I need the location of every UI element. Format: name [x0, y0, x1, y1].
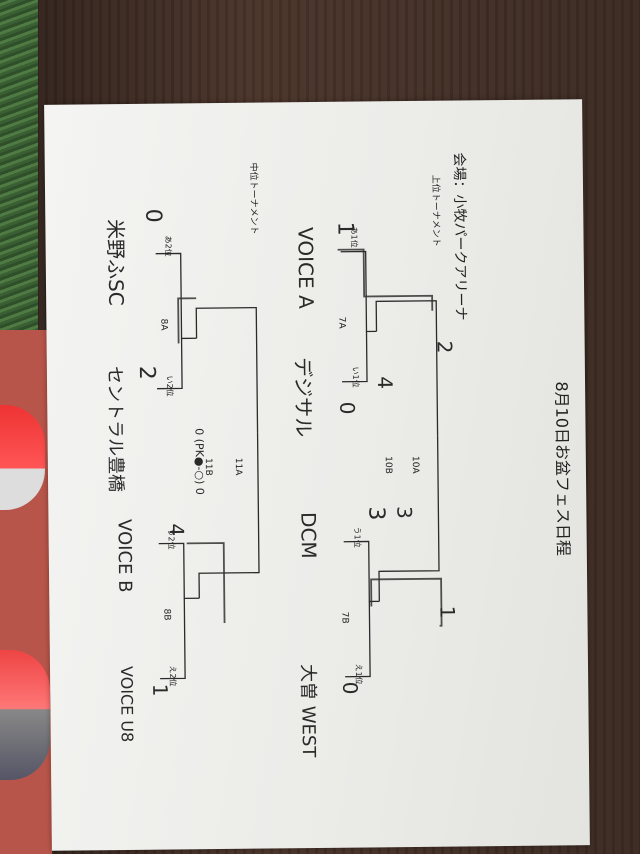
score-central-toyohashi: 2: [133, 365, 159, 380]
middle-line-2: [157, 338, 183, 390]
match-7a: 7A: [336, 316, 347, 329]
note-3: 3: [392, 505, 417, 519]
match-8a: 8A: [158, 318, 169, 331]
score-voice-a: 1: [332, 221, 358, 236]
team-daiso-west: 大曽 WEST: [296, 664, 319, 758]
seed-a2: あ2位: [163, 235, 173, 257]
seed-i1: い1位: [350, 366, 361, 388]
upper-line-1: [340, 250, 377, 333]
match-10b: 10B: [382, 456, 393, 474]
bracket-sheet: 8月10日お盆フェス日程 会場：小牧パークアリーナ 上位トーナメント 中位トーナ…: [44, 99, 590, 851]
middle-line-3: [195, 306, 259, 433]
middle-line-5: [160, 598, 186, 680]
upper-line-4: [343, 540, 380, 603]
match-7b: 7B: [339, 611, 350, 624]
middle-line-1: [155, 252, 197, 340]
score-voice-b: 4: [164, 523, 189, 537]
hand-path-middle-2: [186, 542, 226, 623]
sneaker: [0, 650, 50, 780]
team-digital: デジサル: [290, 357, 316, 438]
team-dcm: DCM: [296, 511, 321, 559]
middle-tournament-label: 中位トーナメント: [247, 162, 259, 235]
seed-u1: う1位: [352, 526, 362, 548]
middle-line-4: [158, 542, 200, 600]
upper-line-5: [345, 601, 371, 678]
middle-line-6: [198, 432, 260, 599]
note-2: 2: [432, 340, 457, 354]
team-central-toyohashi: セントラル豊橋: [103, 366, 127, 493]
note-4: 4: [372, 376, 398, 390]
team-voice-a: VOICE A: [293, 226, 319, 309]
red-shoe: [0, 405, 45, 510]
team-voice-b: VOICE B: [113, 518, 136, 593]
upper-line-2: [342, 331, 368, 383]
upper-tournament-label: 上位トーナメント: [429, 174, 441, 247]
score-daiso-west: 0: [338, 681, 363, 695]
artificial-grass: [0, 0, 38, 330]
team-voice-u8: VOICE U8: [116, 665, 137, 743]
bracket-lines: [155, 248, 443, 680]
hand-path-upper-1: [337, 248, 434, 311]
match-10a: 10A: [409, 455, 420, 474]
event-title: 8月10日お盆フェス日程: [552, 381, 573, 557]
hand-path-upper-2: [370, 577, 443, 627]
venue: 会場：小牧パークアリーナ: [450, 152, 469, 321]
note-1: 1: [435, 605, 460, 619]
score-dcm: 3: [363, 506, 389, 521]
score-voice-u8: 1: [148, 683, 173, 697]
score-komeno-sc: 0: [140, 208, 166, 223]
upper-line-3: [375, 300, 439, 436]
team-komeno-sc: 米野ふSC: [103, 218, 129, 306]
upper-line-6: [378, 435, 440, 602]
seed-i2: い2位: [164, 375, 175, 397]
pk-note: 0 (PK●-○) 0: [192, 428, 207, 495]
match-8b: 8B: [161, 608, 172, 621]
score-digital: 0: [335, 401, 360, 415]
match-11a: 11A: [232, 457, 243, 476]
hand-path-middle-1: [177, 297, 197, 344]
